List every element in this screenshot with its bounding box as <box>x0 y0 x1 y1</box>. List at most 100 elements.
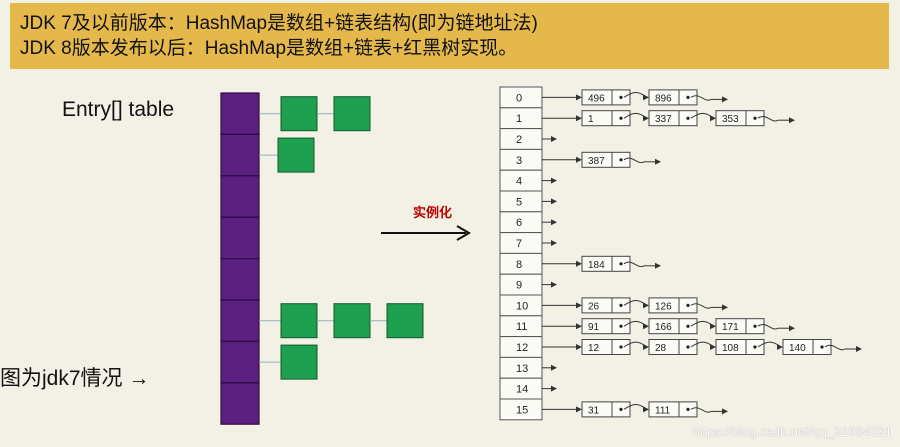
entry-node <box>280 96 318 132</box>
jdk7-caption: 图为jdk7情况 → <box>0 367 150 390</box>
entry-chains <box>259 96 424 380</box>
node-value: 353 <box>722 114 739 125</box>
list-node <box>782 339 832 355</box>
arrow-head <box>456 225 471 241</box>
null-head <box>722 96 728 103</box>
list-node <box>581 255 631 272</box>
bucket-index: 14 <box>516 384 528 396</box>
entry-node <box>333 96 371 132</box>
null-link <box>757 324 779 330</box>
list-node <box>648 110 698 127</box>
pointer-head <box>576 344 582 350</box>
array-slot <box>220 258 260 301</box>
entry-array <box>220 92 260 425</box>
watermark: https://blog.csdn.net/qq_31994231 <box>692 424 893 439</box>
list-node <box>648 401 698 418</box>
node-value: 108 <box>722 343 739 354</box>
pointer-head <box>576 94 582 101</box>
instantiate-label: 实例化 <box>413 206 453 221</box>
pointer-head <box>576 406 582 413</box>
node-pointer-dot <box>686 116 690 120</box>
entry-node <box>386 303 424 339</box>
node-pointer-dot <box>753 116 757 120</box>
node-value: 31 <box>588 405 600 416</box>
pointer-head <box>551 385 557 392</box>
entry-node <box>277 137 315 173</box>
node-pointer-dot <box>753 345 757 349</box>
array-slot <box>220 133 260 177</box>
entry-node <box>333 303 371 339</box>
null-head <box>722 304 728 311</box>
null-head <box>655 262 661 269</box>
node-pointer-dot <box>619 324 623 328</box>
entry-table-label: Entry[] table <box>62 98 175 121</box>
list-node <box>648 318 698 335</box>
header-line-jdk7: JDK 7及以前版本：HashMap是数组+链表结构(即为链地址法) <box>20 13 538 34</box>
null-link <box>690 407 712 413</box>
null-link <box>690 95 712 101</box>
node-link-head <box>643 115 649 122</box>
null-head <box>789 325 795 332</box>
pointer-head <box>551 198 557 205</box>
bucket-index: 5 <box>516 196 522 208</box>
node-pointer-dot <box>686 303 690 307</box>
node-value: 12 <box>588 343 600 354</box>
array-slot <box>220 340 260 384</box>
node-link-head <box>643 344 649 350</box>
node-value: 166 <box>655 322 672 333</box>
list-node <box>648 339 698 355</box>
node-link-head <box>710 344 716 350</box>
bucket-index: 1 <box>516 113 522 125</box>
list-node <box>715 339 765 355</box>
node-value: 91 <box>588 322 600 333</box>
entry-node <box>280 303 318 339</box>
bucket-index: 12 <box>516 342 528 354</box>
node-pointer-dot <box>619 345 623 349</box>
list-node <box>581 110 631 127</box>
header-line-jdk8: JDK 8版本发布以后：HashMap是数组+链表+红黑树实现。 <box>20 38 518 59</box>
node-link-head <box>777 344 783 350</box>
pointer-head <box>551 281 557 288</box>
node-pointer-dot <box>753 324 757 328</box>
array-slot <box>220 92 260 136</box>
array-slot <box>220 216 260 260</box>
node-link-head <box>710 323 716 330</box>
null-link <box>757 116 779 122</box>
bucket-index: 3 <box>516 155 522 167</box>
null-head <box>722 408 728 415</box>
pointer-head <box>576 302 582 309</box>
pointer-head <box>576 156 582 163</box>
null-head <box>856 346 862 352</box>
pointer-head <box>576 323 582 330</box>
pointer-head <box>551 240 557 246</box>
null-head <box>789 117 795 124</box>
node-value: 1 <box>588 114 594 125</box>
node-pointer-dot <box>686 407 690 411</box>
bucket-index: 4 <box>516 176 522 188</box>
pointer-head <box>551 136 557 142</box>
bucket-index: 8 <box>516 259 522 271</box>
pointer-head <box>551 177 557 184</box>
list-node <box>715 110 765 127</box>
bucket-index: 9 <box>516 280 522 292</box>
null-head <box>655 158 661 165</box>
node-value: 111 <box>655 405 671 416</box>
node-value: 896 <box>655 93 672 104</box>
bucket-index: 0 <box>516 92 522 104</box>
node-pointer-dot <box>619 303 623 307</box>
node-link-head <box>643 302 649 309</box>
node-pointer-dot <box>686 345 690 349</box>
list-node <box>581 297 631 314</box>
array-slot <box>220 299 260 343</box>
node-pointer-dot <box>820 345 824 349</box>
pointer-head <box>576 115 582 122</box>
list-node <box>648 297 698 314</box>
bucket-index: 2 <box>516 134 522 146</box>
node-pointer-dot <box>686 95 690 99</box>
list-node <box>581 339 631 355</box>
bucket-index: 10 <box>516 300 528 312</box>
node-value: 28 <box>655 343 667 354</box>
node-pointer-dot <box>619 158 623 162</box>
